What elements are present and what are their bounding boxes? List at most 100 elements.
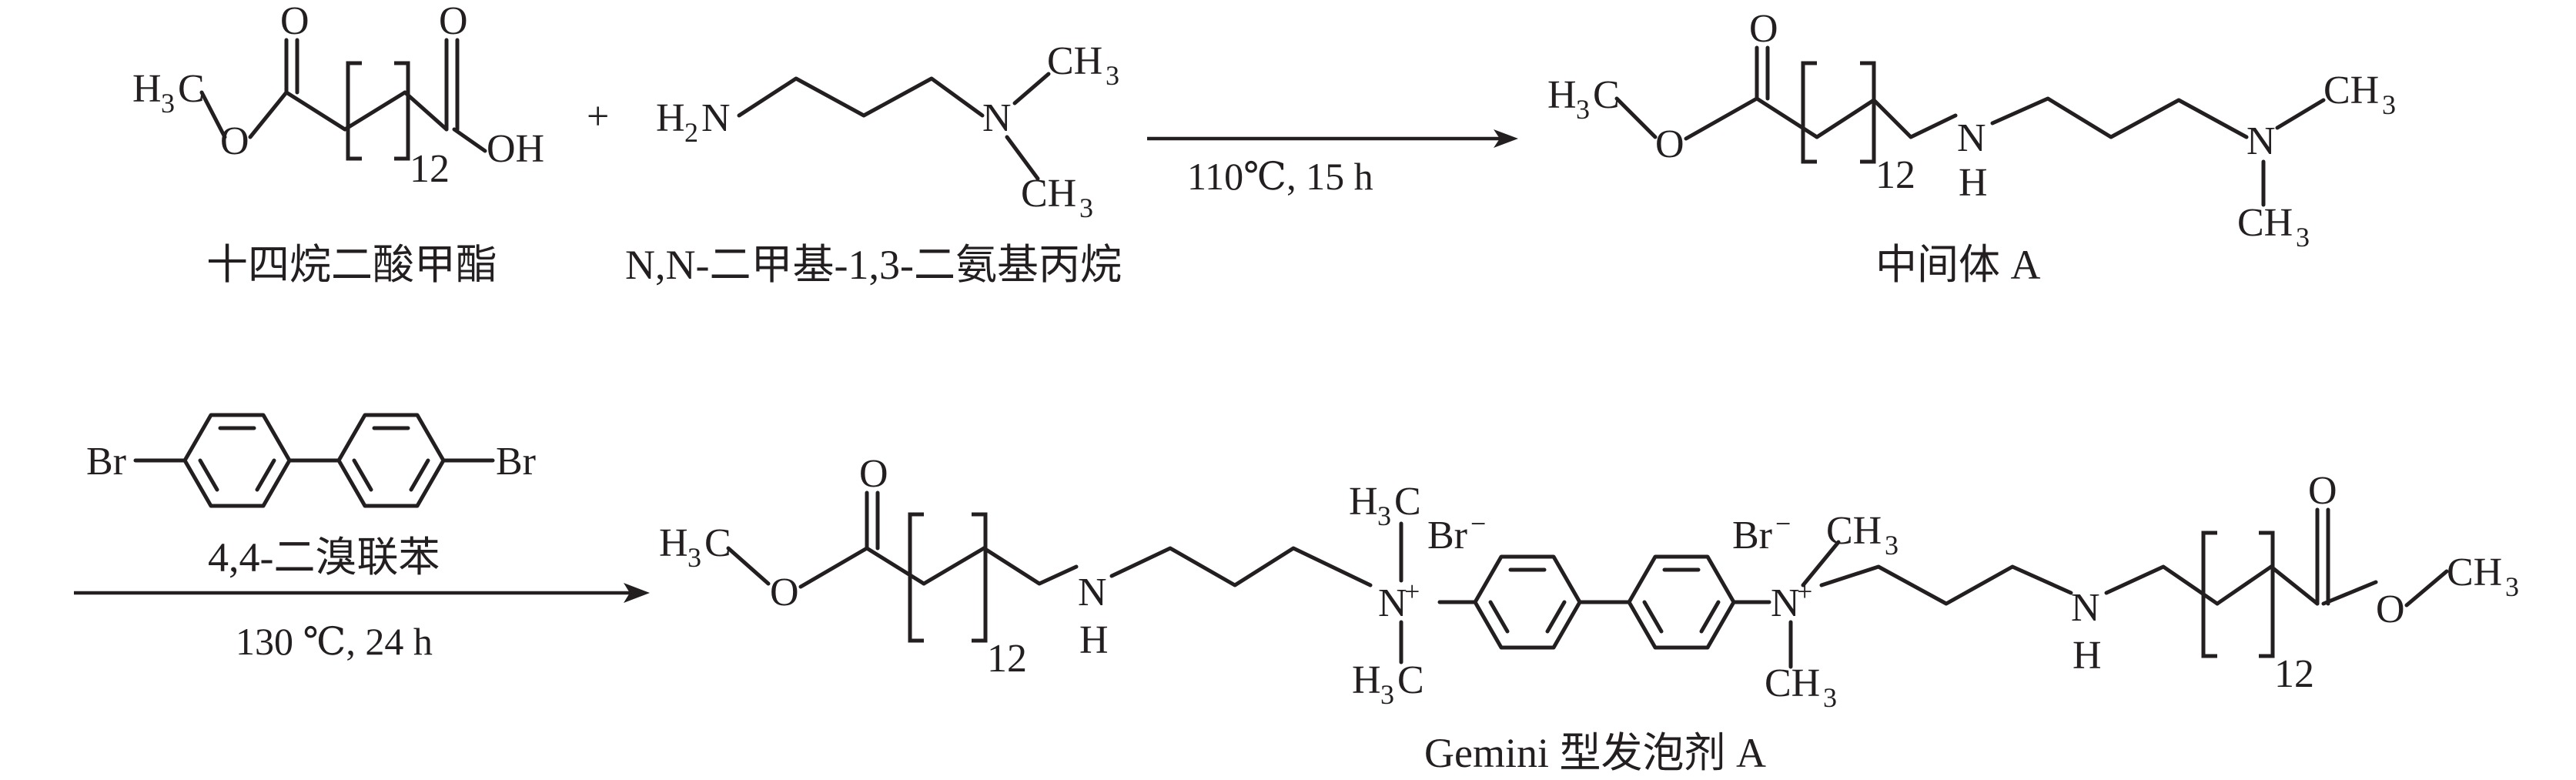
prod-ch3-sub-bottom-right: 3: [1823, 682, 1837, 713]
int-repeat-count: 12: [1875, 153, 1915, 197]
prod-ch3-sub-end-right: 3: [2505, 571, 2519, 602]
prod-ch3-sub-top-right: 3: [1885, 530, 1899, 561]
prod-bracket-left-close: [972, 512, 988, 643]
prod-ch3-end-right: CH: [2447, 551, 2502, 594]
prod-nh-n-right: N: [2071, 586, 2100, 630]
int-nh-h: H: [1959, 161, 1988, 205]
carbonyl-o-2-label: O: [439, 0, 468, 43]
acid-oh-label: OH: [487, 127, 544, 171]
prod-methyl-c-top-left: C: [1394, 480, 1421, 524]
int-ch3-1: CH: [2323, 69, 2379, 112]
prod-quat-plus-left: +: [1404, 576, 1420, 607]
repeat-bracket-right: [394, 61, 410, 161]
int-methyl-sub: 3: [1576, 94, 1590, 125]
ring-2-double-c: [352, 458, 373, 492]
ch3-label-1: CH: [1047, 39, 1102, 83]
prod-ring-2-double-c: [1642, 600, 1664, 634]
prod-chain-to-carbonyl-right: [2269, 564, 2320, 606]
prod-methyl-h-top-left: H: [1349, 480, 1378, 524]
int-nh-n: N: [1957, 116, 1986, 160]
ch3-label-2: CH: [1021, 172, 1076, 216]
reactant-2-name: N,N-二甲基-1,3-二氨基丙烷: [625, 242, 1122, 288]
prod-carbonyl-o-right: O: [2308, 469, 2337, 513]
amine-h-label: H: [656, 96, 685, 140]
repeat-bond: [343, 90, 407, 132]
int-chain-to-nh: [1872, 98, 1958, 139]
int-bracket-right: [1860, 61, 1876, 164]
ch3-sub-2: 3: [1079, 192, 1093, 223]
product-name: Gemini 型发泡剂 A: [1424, 730, 1766, 776]
methyl-c-label: C: [178, 67, 205, 111]
prod-methyl-sub-top-left: 3: [1377, 500, 1391, 531]
prod-nh-h-right: H: [2073, 634, 2102, 678]
prod-quat-n-left: N: [1378, 581, 1407, 625]
carbonyl-o-1-label: O: [280, 0, 309, 43]
n-methyl-bond-2: [1005, 135, 1040, 181]
n-methyl-bond-1: [1012, 72, 1051, 105]
prod-repeat-count-right: 12: [2274, 652, 2314, 696]
int-methyl-h: H: [1547, 73, 1577, 117]
prod-ring-2-double-b: [1699, 600, 1721, 634]
prod-propyl-chain-left: [1109, 546, 1373, 588]
br-right-label: Br: [496, 440, 536, 484]
prod-bromide-right: Br: [1732, 514, 1772, 557]
ring-1-double-b: [255, 458, 276, 492]
reactant-1-name: 十四烷二酸甲酯: [206, 242, 497, 288]
step2-conditions: 130 ℃, 24 h: [236, 620, 433, 663]
prod-quat-plus-right: +: [1797, 576, 1812, 607]
prod-ester-backbone-left: [798, 546, 926, 589]
prod-methyl-c-bottom-left: C: [1397, 658, 1424, 702]
prod-methyl-c-left: C: [704, 521, 731, 565]
prod-quat-methyl-bond-top-right: [1801, 540, 1841, 588]
int-methyl-o-bond: [1614, 96, 1658, 139]
prod-bromide-left: Br: [1427, 514, 1467, 557]
ester-backbone: [248, 90, 347, 139]
step1-conditions: 110℃, 15 h: [1187, 155, 1373, 198]
ring-2-double-b: [409, 458, 430, 492]
dimethylaminopropylamine-structure: H 2 N N CH 3 CH 3: [656, 39, 1119, 223]
prod-repeat-bond-right: [2215, 564, 2273, 606]
int-ester-backbone: [1684, 96, 1819, 141]
prod-ch3-bottom-right: CH: [1765, 661, 1820, 705]
prod-ester-o-right: O: [2376, 588, 2405, 631]
int-ch3-sub-2: 3: [2296, 222, 2310, 253]
prod-o-methyl-bond-right: [2404, 569, 2449, 608]
prod-propyl-chain-right: [1819, 564, 2073, 606]
prod-methyl-sub-bottom-left: 3: [1380, 679, 1394, 710]
prod-bromide-minus-right: −: [1775, 508, 1791, 539]
prod-ester-bond-right: [2321, 580, 2378, 606]
prod-ring-1-double-c: [1488, 600, 1510, 634]
intermediate-a-structure: H 3 C O O 12 N H N CH 3 CH 3: [1547, 7, 2396, 253]
acid-oh-bond: [452, 127, 487, 153]
prod-bracket-right-open: [2201, 531, 2217, 658]
reaction-arrow-2: [74, 583, 650, 603]
prod-nh-h-left: H: [1079, 618, 1109, 662]
int-ester-o: O: [1655, 122, 1684, 166]
ester-o-label: O: [220, 119, 249, 163]
prod-methyl-h-left: H: [659, 521, 688, 565]
plus-sign: +: [587, 95, 609, 139]
prod-methyl-sub-left: 3: [687, 542, 701, 573]
prod-quat-n-right: N: [1771, 581, 1800, 625]
int-ch3-sub-1: 3: [2382, 89, 2396, 120]
prod-bromide-minus-left: −: [1470, 508, 1486, 539]
prod-ring-1-double-b: [1545, 600, 1567, 634]
methyl-tetradecanedioate-structure: H 3 C O O 12 O OH: [132, 0, 544, 191]
int-carbonyl-o: O: [1749, 7, 1778, 51]
tertiary-n-label: N: [982, 96, 1012, 140]
prod-carbonyl-o-left: O: [859, 452, 888, 496]
repeat-bracket-left: [346, 61, 362, 161]
methyl-h-label: H: [132, 67, 162, 111]
ch3-sub-1: 3: [1106, 60, 1119, 91]
ring-1-double-c: [198, 458, 219, 492]
prod-chain-to-nh-left: [982, 546, 1079, 586]
int-repeat-bond: [1815, 98, 1876, 139]
gemini-foaming-agent-structure: H 3 C O O 12 N H N + H 3 C Br − H 3 C: [659, 452, 2519, 713]
propyl-chain: [737, 76, 985, 118]
amine-sub-2: 2: [684, 117, 698, 148]
intermediate-name: 中间体 A: [1875, 242, 2041, 288]
br-left-label: Br: [86, 440, 126, 484]
prod-nh-n-left: N: [1078, 571, 1107, 614]
dibromobiphenyl-structure: Br Br: [86, 413, 536, 508]
